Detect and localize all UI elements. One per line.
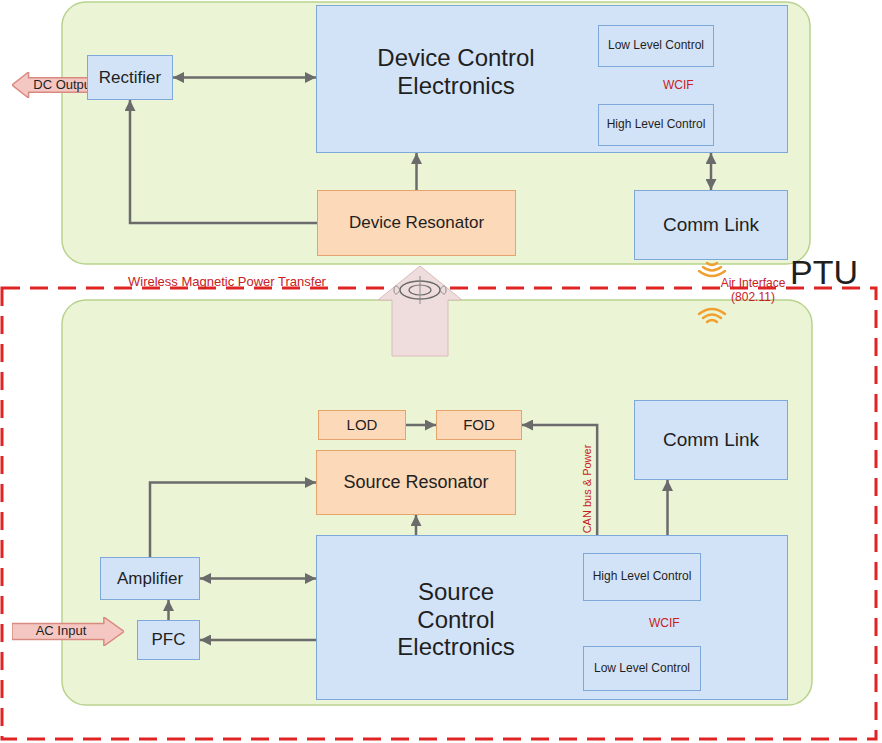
detector-box: FOD (436, 410, 522, 440)
node-label: High Level Control (593, 570, 692, 584)
node-label: Low Level Control (594, 662, 690, 676)
node-label: Amplifier (117, 569, 183, 589)
connector-arrow (130, 100, 317, 223)
process-box: Low Level Control (598, 25, 714, 67)
node-label: LOD (347, 416, 378, 433)
node-label: AC Input (36, 624, 87, 639)
process-box: Comm Link (634, 400, 788, 480)
process-box: PFC (137, 620, 200, 660)
process-box: Rectifier (87, 55, 173, 100)
resonator-box: Device Resonator (317, 190, 516, 256)
connector-arrow (415, 153, 418, 190)
edge-label: WCIF (663, 79, 694, 93)
node-label: PFC (152, 630, 186, 650)
region-label: PTU (790, 253, 876, 292)
magnetic-transfer-arrow (378, 266, 462, 356)
edge-label: CAN bus & Power (581, 445, 594, 534)
connector-arrow (173, 76, 316, 79)
source-panel (62, 300, 812, 705)
node-label: Source Resonator (343, 472, 488, 493)
wireless-icon (699, 263, 725, 276)
input-arrow: AC Input (12, 617, 124, 646)
node-label: FOD (463, 416, 495, 433)
node-label: DC Output (33, 78, 94, 93)
node-label: Comm Link (663, 429, 759, 451)
node-label: Rectifier (99, 68, 161, 88)
node-label: Comm Link (663, 214, 759, 236)
control-block: Source Control Electronics High Level Con… (316, 535, 788, 700)
connector-arrow (200, 577, 316, 580)
node-label: Device Resonator (349, 213, 484, 233)
resonator-box: Source Resonator (316, 450, 516, 515)
edge-label: WCIF (649, 617, 680, 631)
connector-arrow (200, 639, 316, 642)
connector-arrow (150, 483, 316, 558)
node-label: Low Level Control (608, 39, 704, 53)
wireless-icon (699, 309, 725, 322)
connector-arrow (415, 515, 418, 535)
process-box: Low Level Control (583, 646, 701, 691)
annotation: Wireless Magnetic Power Transfer (128, 275, 378, 290)
connector-arrow (522, 425, 597, 553)
connector-arrow (406, 424, 436, 427)
block-title: Source Control Electronics (386, 578, 526, 661)
node-label: High Level Control (607, 118, 706, 132)
process-box: High Level Control (598, 104, 714, 146)
annotation: Air Interface (802.11) (714, 277, 792, 305)
connector-arrow (167, 600, 170, 620)
process-box: Amplifier (100, 557, 200, 600)
block-title: Device Control Electronics (346, 44, 566, 99)
process-box: High Level Control (583, 553, 701, 601)
process-box: Comm Link (634, 190, 788, 260)
control-block: Device Control Electronics Low Level Cont… (316, 5, 788, 153)
device-panel (62, 2, 810, 264)
connector-arrow (710, 153, 713, 190)
detector-box: LOD (318, 410, 406, 440)
